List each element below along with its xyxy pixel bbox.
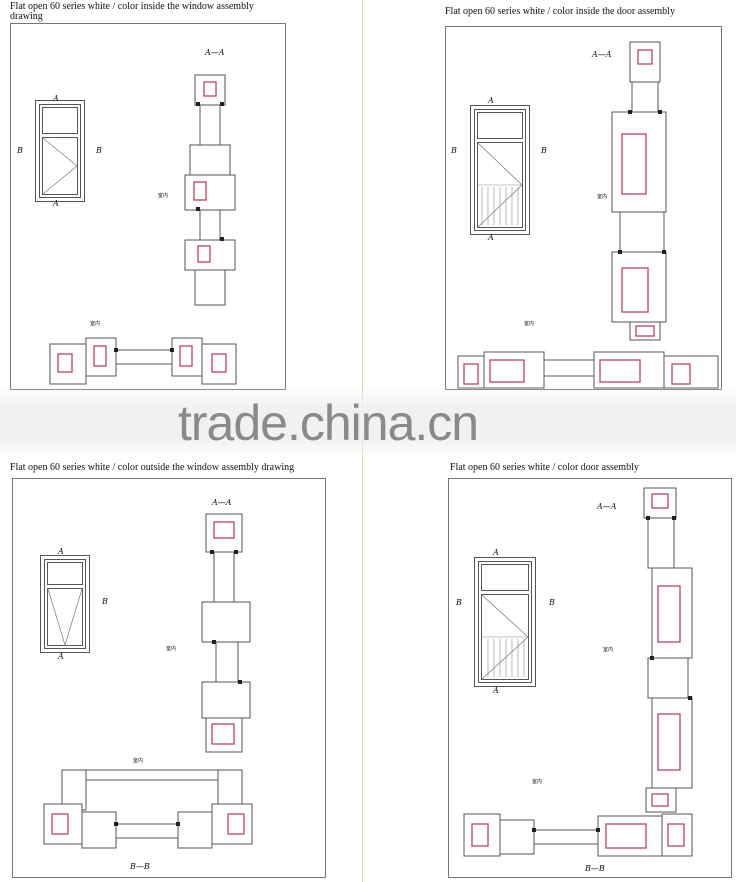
panel-2-inside-mark-1: 室内 — [597, 194, 608, 200]
panel-3-vertical-section — [201, 513, 251, 753]
panel-2-label-a-bottom: A — [488, 233, 494, 242]
panel-2-horizontal-section — [457, 351, 719, 389]
panel-1-elevation — [35, 100, 85, 202]
panel-4-label-b-right: B — [549, 598, 555, 607]
panel-3-inside-mark-2: 室内 — [133, 758, 144, 764]
panel-2-inside-mark-2: 室内 — [524, 321, 535, 327]
panel-1-label-b-left: B — [17, 146, 23, 155]
panel-3-elevation — [40, 555, 90, 653]
panel-4-horizontal-section — [463, 813, 693, 857]
panel-2-label-a-top: A — [488, 96, 494, 105]
panel-1-label-a-bottom: A — [53, 199, 59, 208]
panel-3-inside-mark-1: 室内 — [166, 646, 177, 652]
panel-2-frame — [445, 26, 722, 390]
panel-3-label-b-right: B — [102, 597, 108, 606]
panel-4-bottom-section-label: B—B — [585, 864, 605, 873]
watermark-band — [0, 386, 736, 458]
panel-1-inside-mark-2: 室内 — [90, 321, 101, 327]
panel-1-title-line1: Flat open 60 series white / color inside… — [10, 1, 254, 12]
watermark-text: trade.china.cn — [178, 395, 479, 451]
panel-1-horizontal-section — [49, 337, 237, 385]
panel-4-elevation — [474, 557, 536, 687]
panel-4-label-a-top: A — [493, 548, 499, 557]
panel-4-inside-mark-1: 室内 — [603, 647, 614, 653]
panel-2-title: Flat open 60 series white / color inside… — [445, 6, 675, 17]
panel-3-label-a-bottom: A — [58, 652, 64, 661]
panel-4-inside-mark-2: 室内 — [532, 779, 543, 785]
panel-3-title: Flat open 60 series white / color outsid… — [10, 462, 295, 473]
panel-3-label-a-top: A — [58, 547, 64, 556]
panel-1-label-a-top: A — [53, 94, 59, 103]
panel-2-section-label: A—A — [592, 50, 612, 59]
panel-4-label-b-left: B — [456, 598, 462, 607]
panel-4-title: Flat open 60 series white / color door a… — [450, 462, 639, 473]
panel-1-frame — [10, 23, 286, 390]
panel-1-inside-mark-1: 室内 — [158, 193, 169, 199]
panel-4-vertical-section — [643, 487, 693, 813]
panel-2-label-b-right: B — [541, 146, 547, 155]
panel-4-label-a-bottom: A — [493, 686, 499, 695]
panel-2-label-b-left: B — [451, 146, 457, 155]
panel-1-label-b-right: B — [96, 146, 102, 155]
panel-1-section-label: A—A — [205, 48, 225, 57]
panel-3-bottom-section-label: B—B — [130, 862, 150, 871]
panel-3-section-label: A—A — [212, 498, 232, 507]
panel-4-section-label: A—A — [597, 502, 617, 511]
panel-1-title-line2: drawing — [10, 11, 43, 22]
panel-2-elevation — [470, 105, 530, 235]
panel-3-horizontal-section — [43, 769, 253, 849]
panel-2-vertical-section — [611, 41, 667, 341]
panel-1-vertical-section — [184, 74, 236, 306]
